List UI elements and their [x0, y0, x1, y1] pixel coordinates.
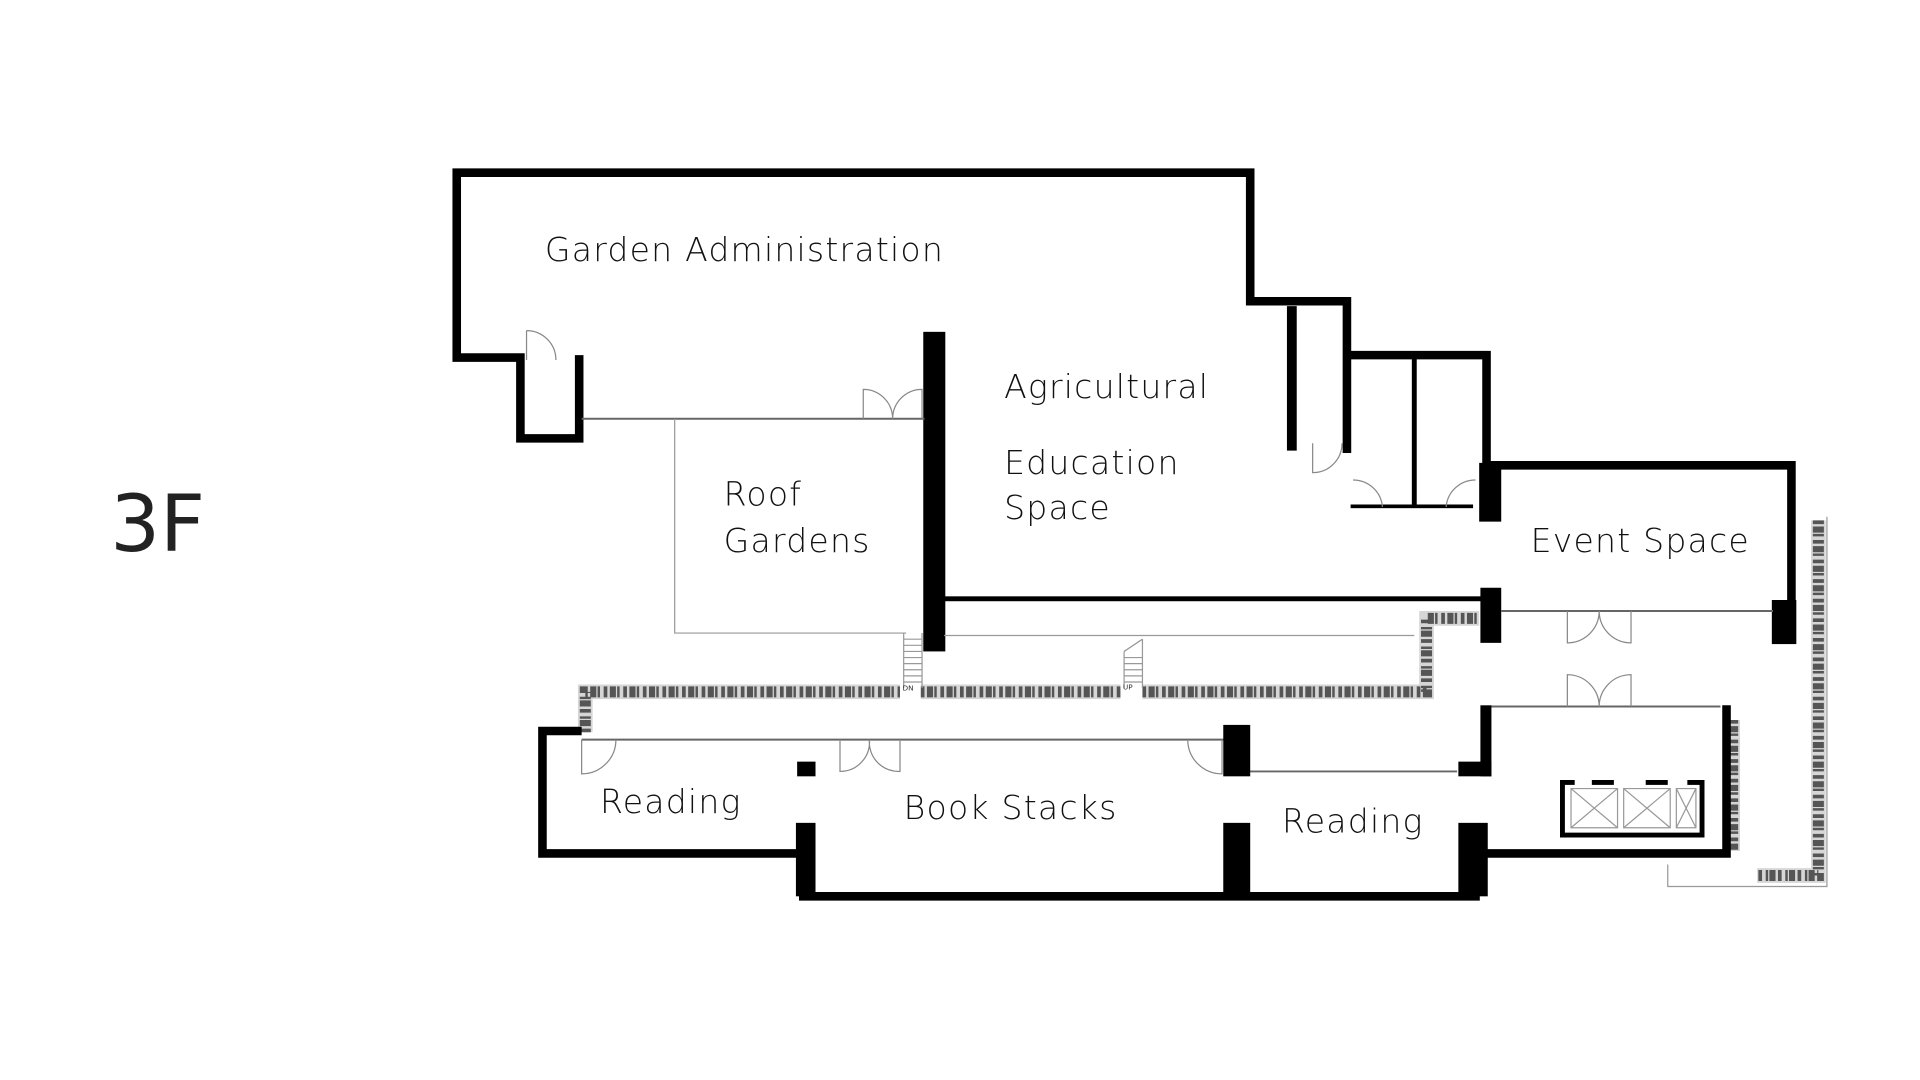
room-agricultural-line3: Space [1004, 488, 1111, 527]
room-roof-line2: Gardens [724, 521, 871, 560]
stairs: DN UP [902, 633, 1144, 693]
room-book-stacks: Book Stacks [904, 788, 1118, 827]
room-event-space: Event Space [1531, 521, 1750, 560]
stair-down-label: DN [902, 684, 913, 693]
room-roof-line1: Roof [724, 475, 802, 514]
hedges [577, 516, 1828, 888]
room-garden-administration: Garden Administration [545, 230, 944, 269]
room-reading-left: Reading [600, 782, 742, 821]
floor-label: 3F [110, 479, 205, 570]
room-agricultural-line1: Agricultural [1004, 367, 1209, 406]
room-reading-right: Reading [1282, 802, 1424, 841]
stair-up-label: UP [1123, 682, 1133, 691]
lower-walls [538, 705, 1731, 901]
upper-walls [452, 168, 1797, 775]
room-agricultural-line2: Education [1004, 443, 1180, 482]
room-labels: Garden Administration Agricultural Educa… [545, 230, 1750, 841]
